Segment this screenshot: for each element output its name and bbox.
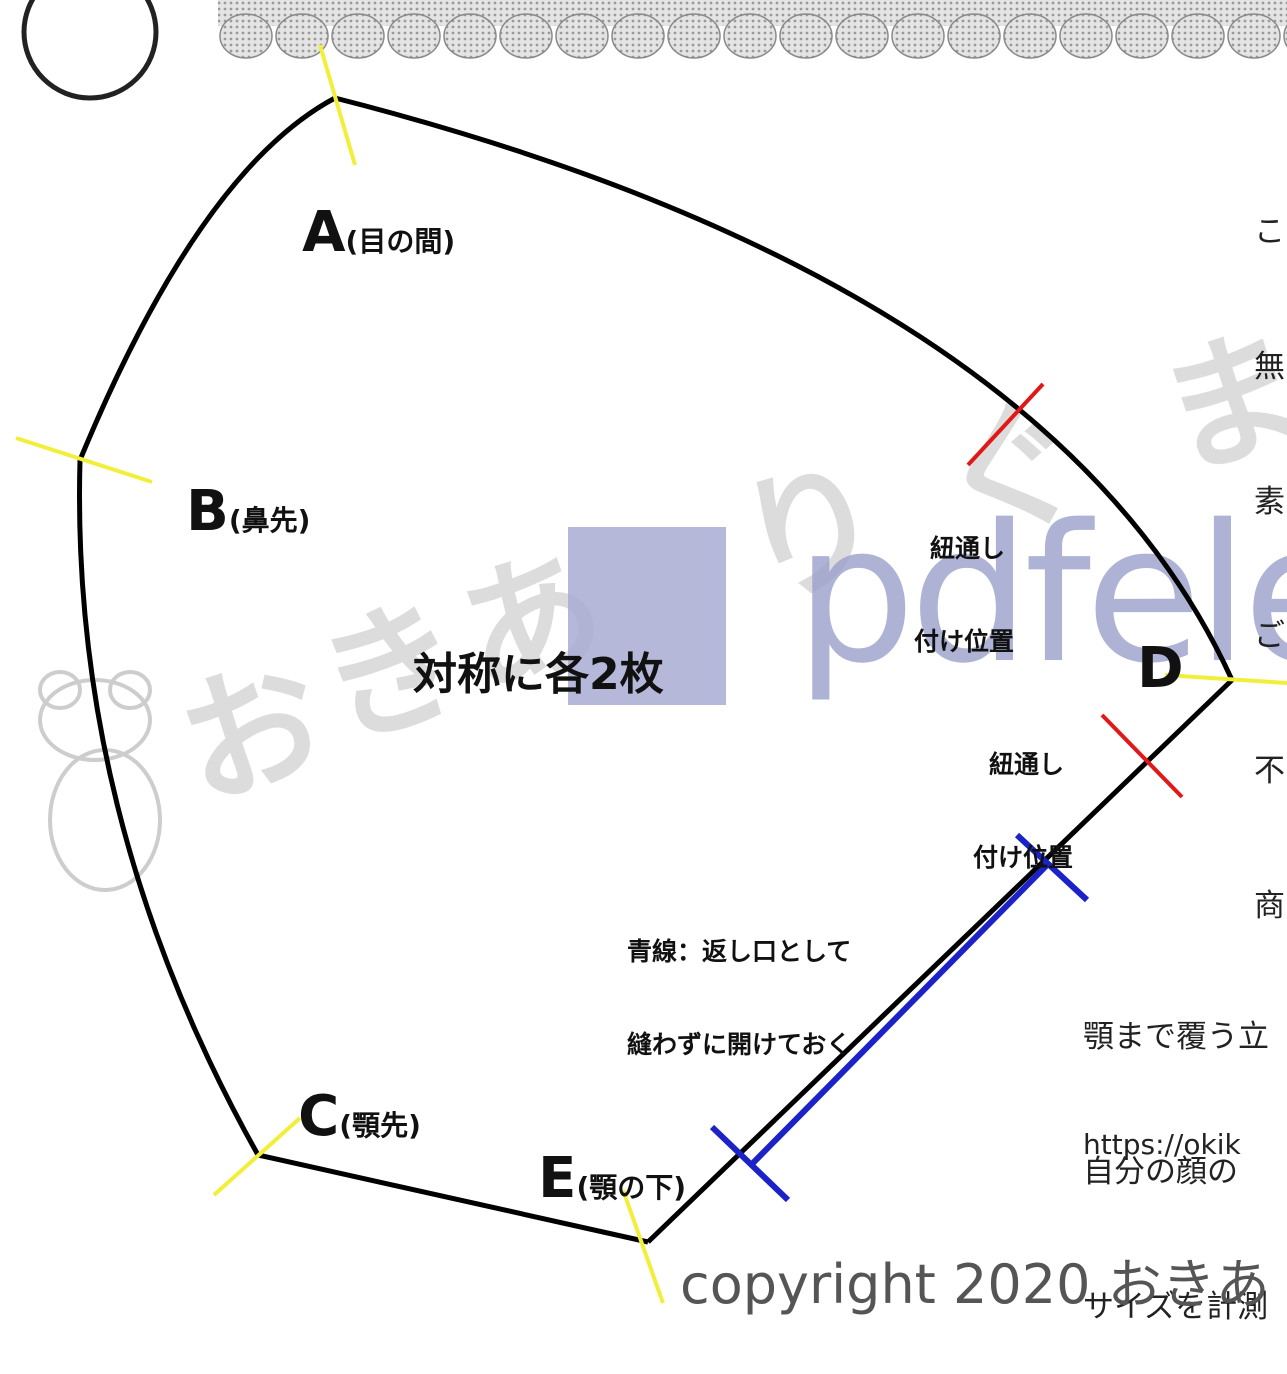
lace-scallop <box>1059 13 1113 59</box>
side-text-bottom: 顎まで覆う立 自分の顔の サイズを計測 <box>1083 925 1269 1374</box>
opening-end-tick <box>1014 832 1090 903</box>
point-c-letter: C <box>298 1084 340 1149</box>
point-d-marker <box>1164 673 1287 685</box>
string-marker-upper <box>966 382 1045 467</box>
lace-scallop <box>891 13 945 59</box>
point-a-marker <box>318 44 357 166</box>
mascot-watermark-icon <box>38 670 162 892</box>
side-text-bottom-2: サイズを計測 <box>1083 1288 1269 1325</box>
pattern-canvas: お き あ り ぐ ま pdfelem <box>15 0 1287 1304</box>
side-text-bottom-0: 顎まで覆う立 <box>1083 1018 1269 1055</box>
lace-scallop <box>555 13 609 59</box>
lace-scallop <box>611 13 665 59</box>
lace-scallop <box>723 13 777 59</box>
lace-scallop <box>1283 24 1287 48</box>
point-a-label: A(目の間) <box>292 186 455 261</box>
point-b-text: (鼻先) <box>228 504 311 537</box>
side-text-top-0: こ <box>1254 213 1285 250</box>
string-note-lower-line1: 紐通し <box>989 749 1065 779</box>
lace-scallop <box>219 13 273 59</box>
point-e-letter: E <box>538 1146 577 1211</box>
side-text-top: こ 無 素 ご 不 商 <box>1254 120 1285 974</box>
point-c-label: C(顎先) <box>288 1070 421 1145</box>
side-text-top-5: 商 <box>1254 887 1285 924</box>
lace-scallop <box>779 13 833 59</box>
lace-scallop <box>667 13 721 59</box>
point-a-text: (目の間) <box>345 225 456 258</box>
string-note-lower-line2: 付け位置 <box>973 843 1074 873</box>
lace-scallop <box>1171 13 1225 59</box>
lace-scallop <box>947 13 1001 59</box>
point-b-label: B(鼻先) <box>176 465 310 540</box>
side-text-top-3: ご <box>1254 618 1285 655</box>
svg-text:pdfelem: pdfelem <box>795 484 1287 705</box>
string-note-lower: 紐通し 付け位置 <box>973 686 1073 905</box>
point-b-letter: B <box>186 479 229 544</box>
opening-note-line2: 縫わずに開けておく <box>627 1030 852 1060</box>
center-label: 対称に各2枚 <box>413 649 664 700</box>
copyright-text: copyright 2020 おきあ <box>680 1253 1270 1316</box>
side-text-bottom-1: 自分の顔の <box>1083 1153 1238 1190</box>
source-url: https://okik <box>1083 1128 1241 1161</box>
point-e-text: (顎の下) <box>576 1171 687 1204</box>
string-note-upper: 紐通し 付け位置 <box>914 470 1014 689</box>
lace-scallop <box>443 13 497 59</box>
side-text-top-1: 無 <box>1254 348 1285 385</box>
lace-scallop <box>1115 13 1169 59</box>
opening-line <box>749 859 1053 1167</box>
side-text-top-4: 不 <box>1254 753 1285 790</box>
string-note-upper-line2: 付け位置 <box>914 627 1015 657</box>
point-c-text: (顎先) <box>339 1109 421 1142</box>
lace-scallop <box>499 13 553 59</box>
string-marker-lower <box>1100 713 1184 799</box>
side-text-top-2: 素 <box>1254 483 1285 520</box>
lace-scallop <box>387 13 441 59</box>
point-d-label: D <box>1127 622 1183 697</box>
opening-start-tick <box>709 1124 791 1203</box>
lace-border <box>218 0 1287 59</box>
string-note-upper-line1: 紐通し <box>930 533 1006 563</box>
opening-note: 青線：返し口として 縫わずに開けておく <box>627 873 851 1092</box>
opening-note-line1: 青線：返し口として <box>627 936 852 966</box>
point-b-marker <box>15 436 153 484</box>
lace-scallop <box>1003 13 1057 59</box>
point-a-letter: A <box>302 200 346 265</box>
lace-scallop <box>275 13 329 59</box>
mask-pattern-outline <box>77 95 1235 1245</box>
lace-scallop <box>331 13 385 59</box>
circle-decoration-icon <box>21 0 159 101</box>
pdf-watermark: pdfelem <box>568 484 1287 705</box>
point-d-letter: D <box>1137 636 1184 701</box>
point-e-marker <box>621 1189 665 1304</box>
lace-scallop <box>835 13 889 59</box>
point-c-marker <box>212 1116 302 1197</box>
lace-scallop <box>1227 13 1281 59</box>
point-e-label: E(顎の下) <box>528 1132 686 1207</box>
